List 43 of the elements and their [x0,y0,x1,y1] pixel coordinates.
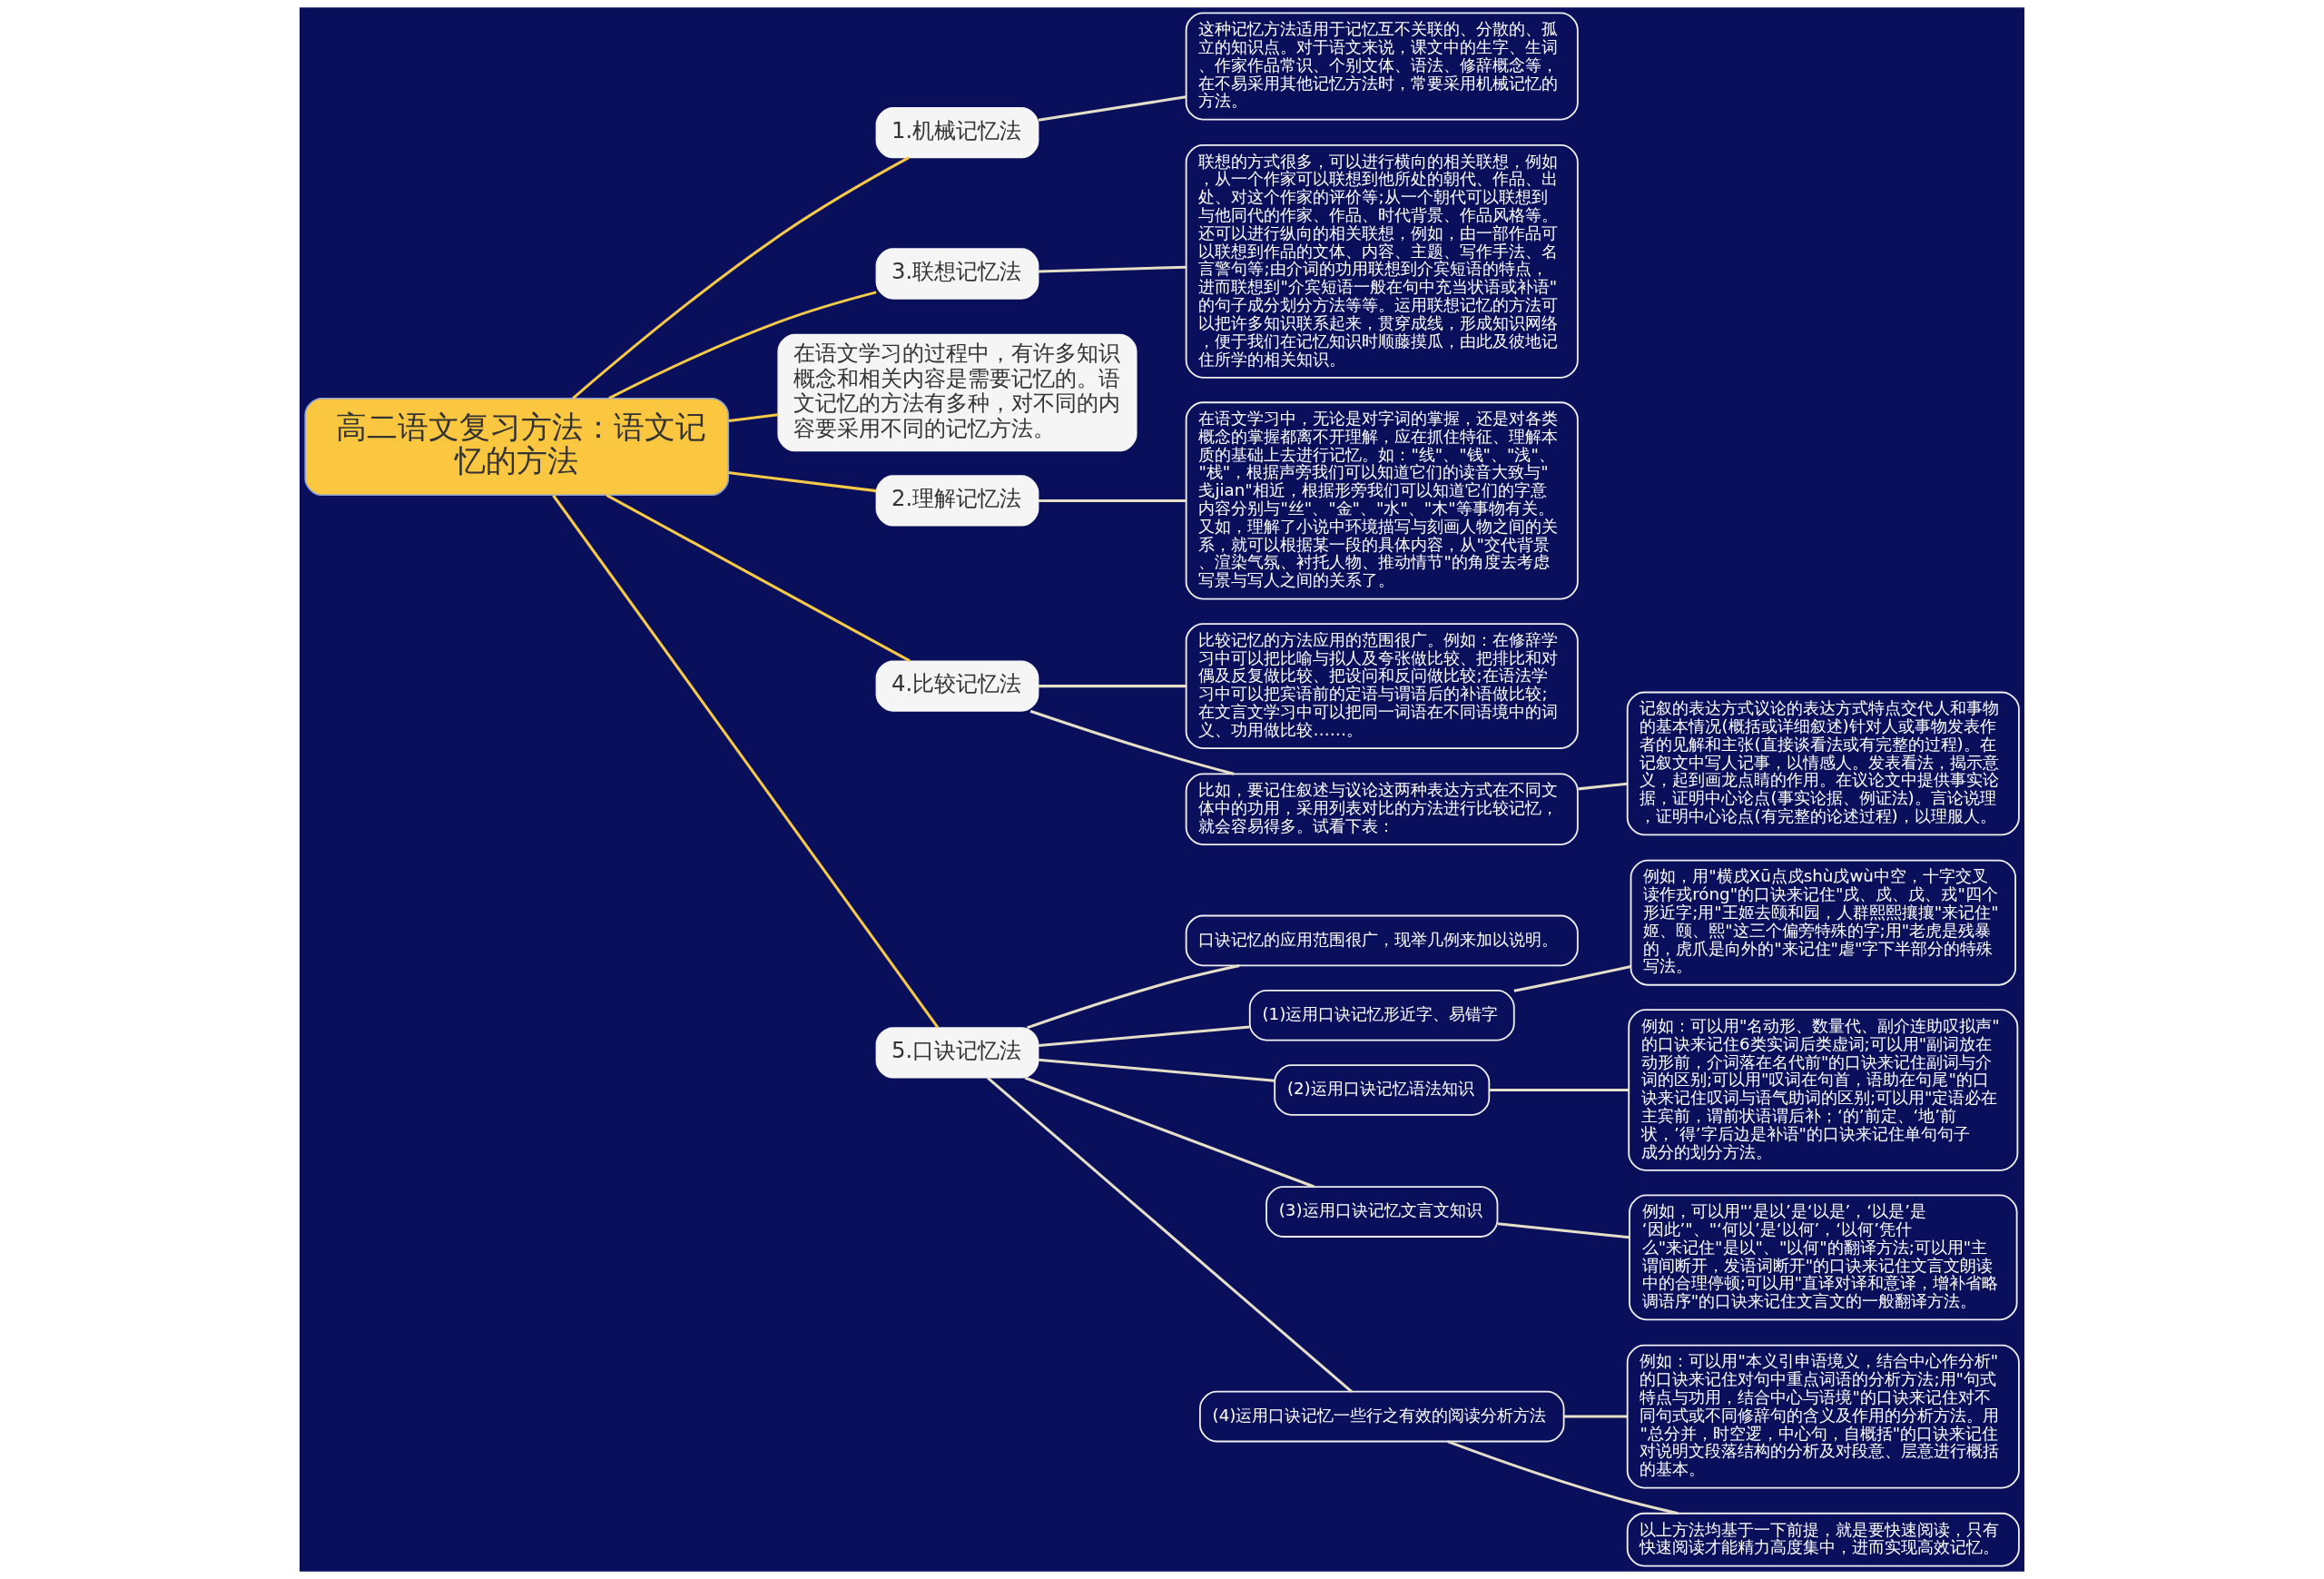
connector [552,494,940,1029]
connector [572,156,910,400]
node-box: 比如，要记住叙述与议论这两种表达方式在不同文体中的功用，采用列表对比的方法进行比较记忆，就会容易得多。试看下表： [1185,773,1579,845]
node-box: (2)运用口诀记忆语法知识 [1274,1064,1491,1116]
node-box: 例如：可以用"名动形、数量代、副介连助叹拟声"的口诀来记住6类实词后类虚词;可以用"副词放在动形前，介词落在名代前"的口诀来记住副词与介词的区别;可以用"叹词在句首，语助在句尾"的口诀来记住叹词与语气助词的区别;可以用"定语必在主宾前，谓前状语谓后补；‘的’前定、‘地’前状，’得’字后边是补语"的口诀来记住单句句子成分的划分方法。 [1628,1009,2019,1171]
connector [987,1076,1353,1393]
connector [606,494,911,663]
connector [728,471,877,493]
node-box: 5.口诀记忆法 [875,1027,1039,1079]
node-box: 1.机械记忆法 [875,106,1039,159]
node-box: 比较记忆的方法应用的范围很广。例如：在修辞学习中可以把比喻与拟人及夸张做比较、把排比和对偶及反复做比较、把设问和反问做比较;在语法学习中可以把宾语前的定语与谓语后的补语做比较;在文言文学习中可以把同一词语在不同语境中的词义、功用做比较……。 [1185,623,1579,750]
node-box: (1)运用口诀记忆形近字、易错字 [1248,989,1515,1041]
node-box: 2.理解记忆法 [875,475,1039,527]
node-box: 例如：可以用"本义引申语境义，结合中心作分析"的口诀来记住对句中重点词语的分析方法;用"句式特点与功用，结合中心与语境"的口诀来记住对不同句式或不同修辞句的含义及作用的分析方法。用"总分并，时空逻，中心句，自概括"的口诀来记住对说明文段落结构的分析及对段意、层意进行概括的基本。 [1626,1344,2020,1489]
node-box: 3.联想记忆法 [875,248,1039,300]
node-box: 在语文学习的过程中，有许多知识概念和相关内容是需要记忆的。语文记忆的方法有多种，对不同的内容要采用不同的记忆方法。 [777,333,1137,452]
node-box: 高二语文复习方法：语文记忆的方法 [304,397,730,497]
node-box: 例如，用"横戌Xū点戍shù戊wù中空，十字交叉读作戎róng"的口诀来记住"戌、戍、戊、戎"四个形近字;用"王姬去颐和园，人群熙熙攘攘"来记住"姬、颐、熙"这三个偏旁特殊的字;用"老虎是残暴的，虎爪是向外的"来记住"虐"字下半部分的特殊写法。 [1630,859,2016,986]
connector [1564,1415,1628,1418]
connector [1038,1025,1250,1048]
node-box: 口诀记忆的应用范围很广，现举几例来加以说明。 [1185,914,1579,967]
connector [1024,1076,1315,1189]
node-box: 在语文学习中，无论是对字词的掌握，还是对各类概念的掌握都离不开理解，应在抓住特征、理解本质的基础上去进行记忆。如："线"、"钱"、"浅"、"栈"，根据声旁我们可以知道它们的读音大致与"戋jian"相近，根据形旁我们可以知道它们的字意内容分别与"丝"、"金"、"水"、"木"等事物有关。又如，理解了小说中环境描写与刻画人物之间的关系，就可以根据某一段的具体内容，从"交代背景、渲染气氛、衬托人物、推动情节"的角度去考虑写景与写人之间的关系了。 [1185,401,1579,600]
connector [608,291,877,400]
node-box: (3)运用口诀记忆文言文知识 [1265,1186,1499,1238]
node-box: 记叙的表达方式议论的表达方式特点交代人和事物的基本情况(概括或详细叙述)针对人或事物发表作者的见解和主张(直接谈看法或有完整的过程)。在记叙文中写人记事，以情感人。发表看法，揭示意义，起到画龙点睛的作用。在议论文中提供事实论据，证明中心论点(事实论据、例证法)。言论说理，证明中心论点(有完整的论述过程)，以理服人。 [1626,691,2020,836]
connector [1038,1058,1275,1082]
connector [1513,965,1631,992]
connector [1038,95,1187,122]
node-box: (4)运用口诀记忆一些行之有效的阅读分析方法 [1199,1390,1565,1443]
connector [1039,498,1187,502]
connector [1039,685,1187,688]
node-box: 联想的方式很多，可以进行横向的相关联想，例如，从一个作家可以联想到他所处的朝代、作品、出处、对这个作家的评价等;从一个朝代可以联想到与他同代的作家、作品、时代背景、作品风格等。还可以进行纵向的相关联想，例如，由一部作品可以联想到作品的文体、内容、主题、写作手法、名言警句等;由介词的功用联想到介宾短语的特点，进而联想到"介宾短语一般在句中充当状语或补语"的句子成分划分方法等等。运用联想记忆的方法可以把许多知识联系起来，贯穿成线，形成知识网络，便于我们在记忆知识时顺藤摸瓜，由此及彼地记住所学的相关知识。 [1185,143,1579,379]
connector [1578,782,1628,791]
connector [1027,963,1240,1030]
connector [1497,1222,1630,1239]
node-box: 例如，可以用"‘是以’是‘以是’，‘以是’是‘因此’"、"‘何以’是‘以何’，‘以何’凭什么"来记住"是以"、"以何"的翻译方法;可以用"主谓间断开，发语词断开"的口诀来记住文言文朗读中的合理停顿;可以用"直译对译和意译，增补省略调语序"的口诀来记住文言文的一般翻译方法。 [1629,1194,2018,1321]
node-box: 这种记忆方法适用于记忆互不关联的、分散的、孤立的知识点。对于语文来说，课文中的生字、生词、作家作品常识、个别文体、语法、修辞概念等，在不易采用其他记忆方法时，常要采用机械记忆的方法。 [1185,12,1579,121]
node-box: 以上方法均基于一下前提，就是要快速阅读，只有快速阅读才能精力高度集中，进而实现高效记忆。 [1626,1512,2020,1567]
node-box: 4.比较记忆法 [875,660,1039,712]
connector [1489,1089,1630,1092]
connector [728,413,778,422]
connector [1038,265,1187,273]
